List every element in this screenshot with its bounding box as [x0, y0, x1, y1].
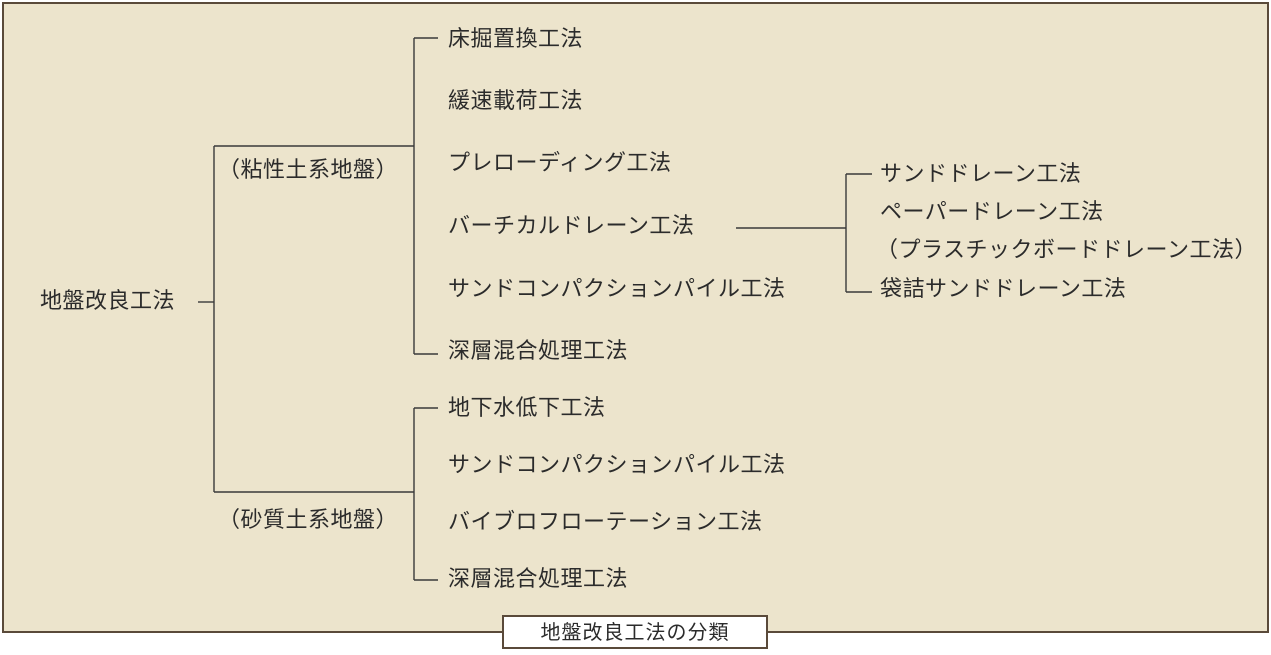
root-node: 地盤改良工法 — [40, 289, 176, 314]
figure-caption: 地盤改良工法の分類 — [502, 615, 768, 649]
group-label-sand: （砂質土系地盤） — [218, 508, 399, 533]
method-node: 地下水低下工法 — [448, 396, 606, 421]
method-node: プレローディング工法 — [448, 151, 672, 176]
method-node: バイブロフローテーション工法 — [448, 510, 763, 535]
method-node: バーチカルドレーン工法 — [448, 214, 695, 239]
sub-method-node: 袋詰サンドドレーン工法 — [880, 277, 1127, 302]
sub-method-node: ペーパードレーン工法 — [880, 200, 1104, 225]
method-node: サンドコンパクションパイル工法 — [448, 277, 786, 302]
method-node: 深層混合処理工法 — [448, 567, 629, 592]
method-node: サンドコンパクションパイル工法 — [448, 453, 786, 478]
diagram-panel — [2, 2, 1269, 633]
method-node: 深層混合処理工法 — [448, 339, 629, 364]
sub-method-node: （プラスチックボードドレーン工法） — [876, 238, 1257, 263]
method-node: 床掘置換工法 — [448, 27, 584, 52]
sub-method-node: サンドドレーン工法 — [880, 162, 1082, 187]
group-label-clay: （粘性土系地盤） — [218, 158, 399, 183]
method-node: 緩速載荷工法 — [448, 89, 584, 114]
